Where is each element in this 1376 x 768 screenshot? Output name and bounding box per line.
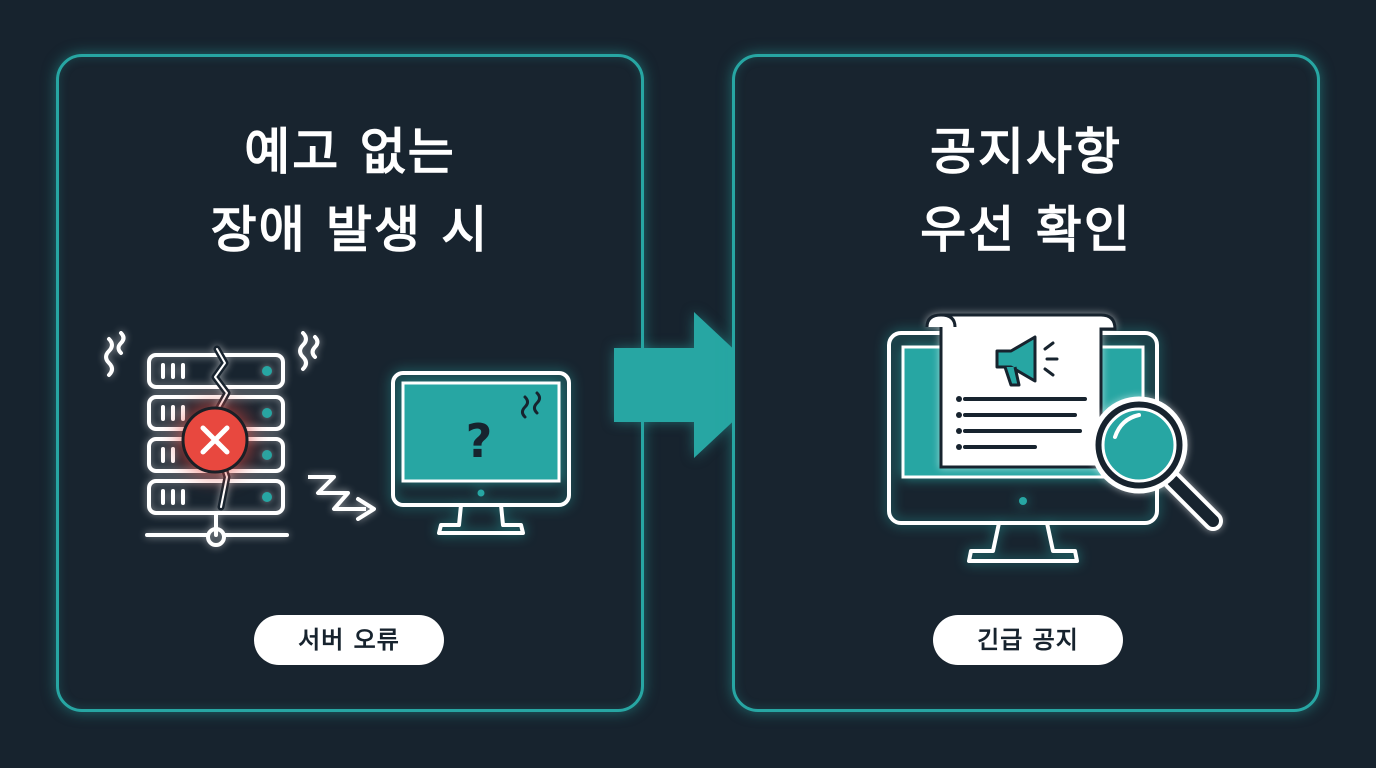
monitor-question-icon: ? (391, 371, 571, 535)
left-title-line-2: 장애 발생 시 (210, 201, 490, 259)
left-title: 예고 없는 장애 발생 시 (59, 113, 641, 269)
server-error-badge: 서버 오류 (254, 615, 444, 665)
magnifier-icon (1090, 396, 1223, 531)
left-title-line-1: 예고 없는 (244, 123, 456, 181)
right-title-line-1: 공지사항 (930, 123, 1122, 181)
question-mark-icon: ? (466, 414, 493, 468)
notice-document-icon (925, 313, 1117, 469)
right-title-line-2: 우선 확인 (920, 201, 1132, 259)
notice-check-panel: 공지사항 우선 확인 긴급 공지 (732, 54, 1320, 712)
server-error-panel: 예고 없는 장애 발생 시 (56, 54, 644, 712)
megaphone-icon (995, 335, 1059, 387)
urgent-notice-badge: 긴급 공지 (933, 615, 1123, 665)
right-title: 공지사항 우선 확인 (735, 113, 1317, 269)
zigzag-arrow-icon (308, 475, 376, 521)
error-x-icon (181, 406, 249, 474)
